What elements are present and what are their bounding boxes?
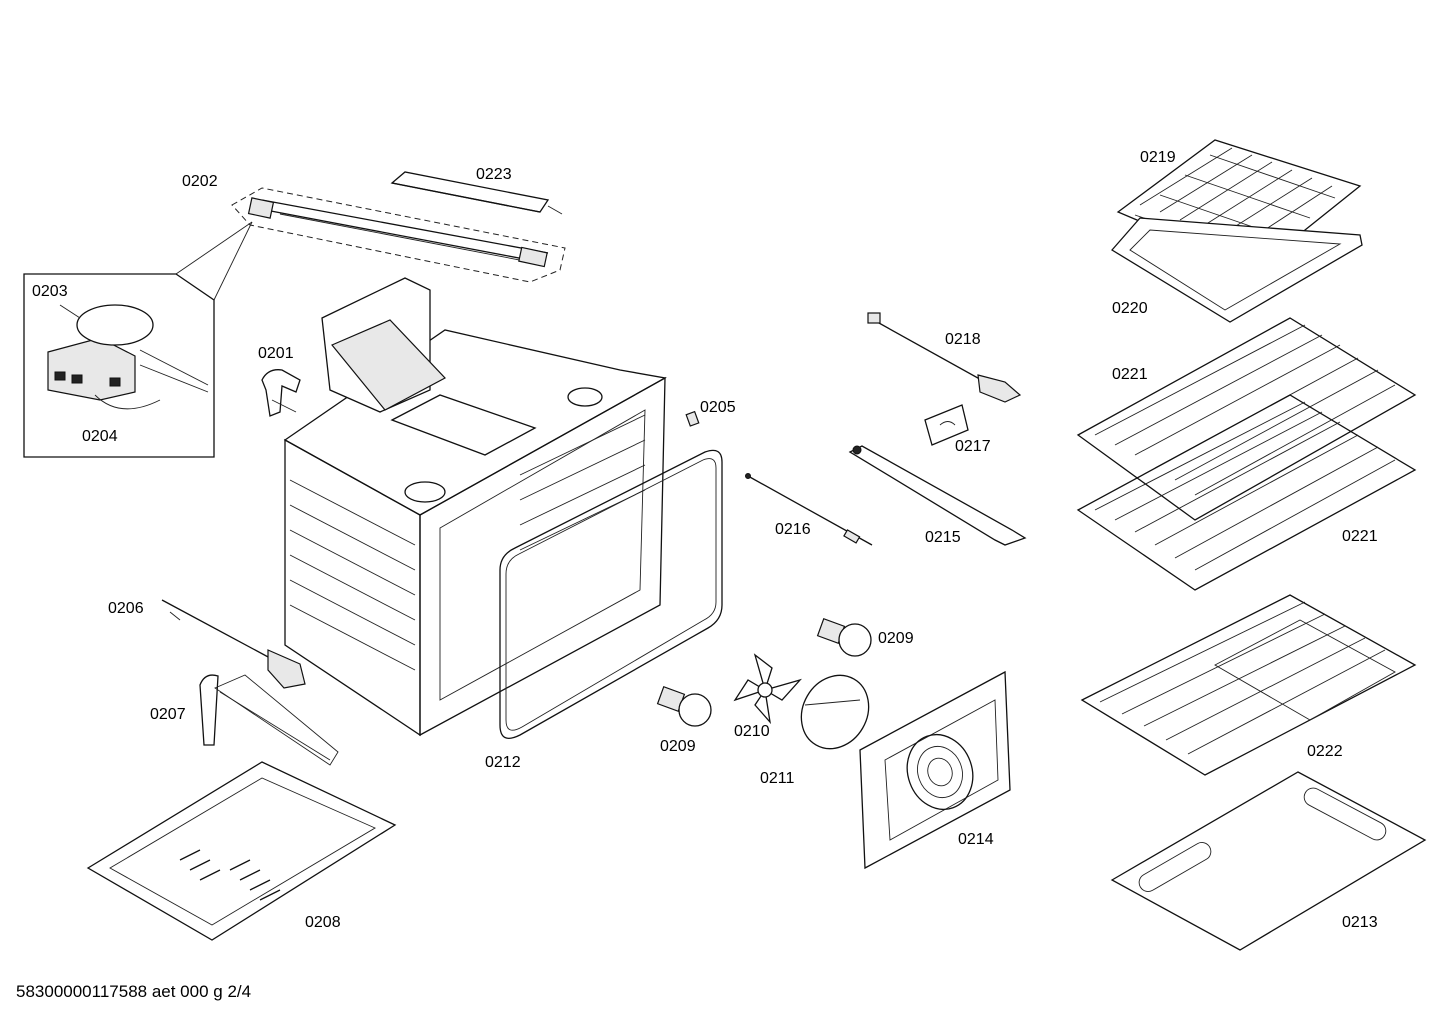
part-0206-cable bbox=[161, 599, 306, 689]
part-label-0211: 0211 bbox=[760, 770, 795, 787]
part-label-0222: 0222 bbox=[1307, 743, 1343, 760]
part-0221-rack-upper bbox=[1076, 317, 1417, 521]
part-0216-probe bbox=[745, 473, 873, 546]
part-label-0209-right: 0209 bbox=[878, 630, 914, 647]
part-0217-plate bbox=[924, 404, 969, 446]
part-label-0214: 0214 bbox=[958, 831, 994, 848]
part-0222-rack bbox=[1080, 594, 1417, 776]
part-label-0208: 0208 bbox=[305, 914, 341, 931]
part-label-0210: 0210 bbox=[734, 723, 770, 740]
part-0223-tube bbox=[390, 171, 563, 215]
part-0201-clip bbox=[261, 369, 301, 417]
part-0209-lamp-left bbox=[656, 686, 712, 727]
part-label-0221-upper: 0221 bbox=[1112, 366, 1148, 383]
part-label-0215: 0215 bbox=[925, 529, 961, 546]
part-0221-rack-lower bbox=[1076, 394, 1417, 591]
part-oven-cavity bbox=[283, 277, 667, 737]
part-label-0202: 0202 bbox=[182, 173, 218, 190]
part-0207-bracket bbox=[199, 674, 339, 766]
part-label-0207: 0207 bbox=[150, 706, 186, 723]
document-code-footer: 58300000117588 aet 000 g 2/4 bbox=[16, 982, 252, 1001]
part-label-0205: 0205 bbox=[700, 399, 736, 416]
part-0209-lamp-right bbox=[816, 618, 872, 657]
part-label-0206: 0206 bbox=[108, 600, 144, 617]
part-label-0219: 0219 bbox=[1140, 149, 1176, 166]
part-0205 bbox=[685, 410, 700, 427]
part-0213-flat-tray bbox=[1110, 771, 1427, 951]
part-0210-fan bbox=[733, 653, 802, 725]
part-0212-gasket bbox=[499, 449, 723, 739]
part-0218-harness bbox=[867, 312, 1022, 403]
part-label-0203: 0203 bbox=[32, 283, 68, 300]
part-label-0204: 0204 bbox=[82, 428, 118, 445]
part-label-0201: 0201 bbox=[258, 345, 294, 362]
part-0211-ring bbox=[800, 674, 870, 750]
part-0215-sensor-tube bbox=[848, 445, 1027, 546]
detail-inset-0203-0204 bbox=[23, 221, 253, 458]
part-label-0212: 0212 bbox=[485, 754, 521, 771]
part-0214-back-panel bbox=[859, 670, 1011, 870]
part-label-0217: 0217 bbox=[955, 438, 991, 455]
part-label-0218: 0218 bbox=[945, 331, 981, 348]
part-0208-tray bbox=[86, 761, 397, 941]
part-label-0220: 0220 bbox=[1112, 300, 1148, 317]
part-label-0209-left: 0209 bbox=[660, 738, 696, 755]
part-label-0221-lower: 0221 bbox=[1342, 528, 1378, 545]
part-label-0223: 0223 bbox=[476, 166, 512, 183]
part-label-0213: 0213 bbox=[1342, 914, 1378, 931]
part-0220-pan bbox=[1111, 217, 1363, 323]
part-0202-heater-bar bbox=[231, 187, 566, 283]
part-label-0216: 0216 bbox=[775, 521, 811, 538]
